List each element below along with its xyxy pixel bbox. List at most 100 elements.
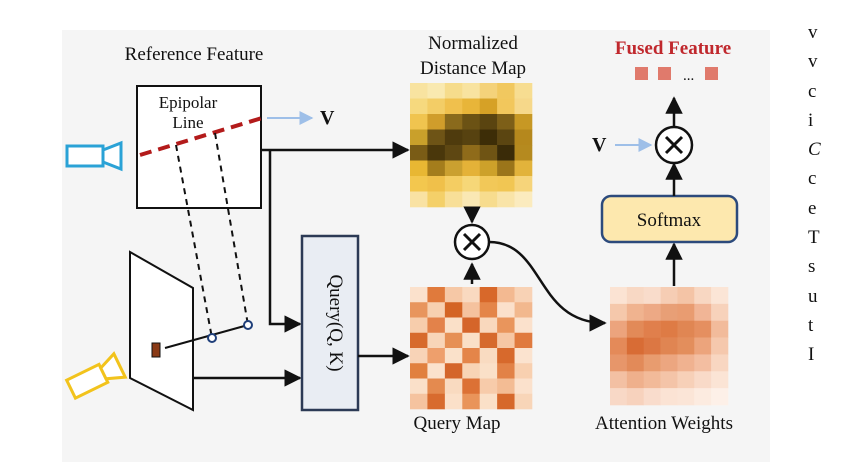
attention-weights-cell — [694, 337, 712, 355]
distance-map-cell — [497, 129, 515, 146]
query-map-cell — [497, 332, 515, 349]
query-map-cell — [514, 393, 533, 410]
attention-weights-cell — [660, 303, 678, 322]
distance-map-cell — [479, 114, 498, 130]
distance-map-cell — [462, 191, 481, 208]
attention-weights-cell — [677, 388, 695, 406]
distance-map-cell — [410, 114, 428, 130]
query-map-label: Query Map — [413, 413, 500, 434]
query-map-cell — [427, 317, 446, 334]
attention-weights-label: Attention Weights — [595, 413, 733, 434]
attention-weights-cell — [643, 371, 661, 389]
attention-weights-cell — [660, 287, 678, 305]
query-map-cell — [444, 378, 463, 395]
query-map-cell — [479, 348, 498, 364]
attention-weights-cell — [677, 371, 695, 389]
query-box — [300, 234, 360, 412]
distance-map-cell — [462, 176, 481, 192]
query-map-cell — [497, 378, 515, 395]
attention-weights-cell — [610, 303, 628, 322]
cropped-line: t — [808, 314, 814, 336]
query-map-cell — [410, 363, 428, 379]
attention-weights-cell — [694, 388, 712, 406]
query-map-cell — [497, 363, 515, 379]
distance-map-cell — [514, 145, 533, 161]
attention-weights-cell — [711, 388, 729, 406]
cropped-line: u — [808, 285, 818, 307]
query-map-cell — [444, 332, 463, 349]
attention-weights-cell — [711, 287, 729, 305]
query-map-cell — [514, 332, 533, 349]
attention-weights-heatmap — [610, 287, 729, 406]
epipolar-line-label-1: Epipolar — [159, 93, 218, 112]
query-map-cell — [514, 348, 533, 364]
arrow-to-query-box — [268, 150, 302, 333]
attention-weights-cell — [677, 337, 695, 355]
distance-map-cell — [497, 98, 515, 115]
distance-map-cell — [479, 176, 498, 192]
distance-map-cell — [444, 145, 463, 161]
fused-ellipsis: ... — [683, 68, 694, 84]
query-map-cell — [444, 287, 463, 303]
attention-weights-cell — [660, 337, 678, 355]
query-map-cell — [410, 302, 428, 318]
query-map-cell — [497, 287, 515, 303]
distance-map-cell — [514, 191, 533, 208]
attention-weights-cell — [694, 303, 712, 322]
softmax-label: Softmax — [637, 210, 702, 231]
query-label: Query(Q, K) — [325, 274, 346, 371]
attention-weights-cell — [610, 287, 628, 305]
target-feature-patch — [151, 342, 161, 358]
attention-weights-cell — [711, 371, 729, 389]
distance-map-cell — [514, 129, 533, 146]
cropped-line: C — [808, 139, 821, 161]
value-label-right: V — [592, 134, 607, 156]
distance-map-cell — [427, 129, 446, 146]
sample-point-right — [243, 320, 253, 330]
query-map-cell — [479, 332, 498, 349]
distance-map-cell — [444, 160, 463, 177]
distance-map-cell — [479, 191, 498, 208]
attention-weights-cell — [677, 354, 695, 372]
query-map-cell — [497, 348, 515, 364]
softmax-box — [600, 194, 739, 244]
distance-map-cell — [497, 145, 515, 161]
attention-weights-cell — [643, 287, 661, 305]
attention-weights-cell — [643, 320, 661, 338]
query-map-cell — [497, 393, 515, 410]
distance-map-cell — [410, 191, 428, 208]
query-map-cell — [444, 348, 463, 364]
distance-map-cell — [427, 145, 446, 161]
query-map-cell — [514, 317, 533, 334]
query-map-cell — [427, 393, 446, 410]
attention-weights-cell — [643, 388, 661, 406]
distance-map-cell — [444, 83, 463, 99]
attention-weights-cell — [626, 354, 645, 372]
distance-map-cell — [462, 83, 481, 99]
multiply-node-center — [453, 223, 491, 261]
target-camera-icon — [64, 351, 128, 401]
distance-map-cell — [479, 83, 498, 99]
query-map-cell — [427, 378, 446, 395]
distance-map-cell — [427, 98, 446, 115]
distance-map-cell — [462, 98, 481, 115]
attention-weights-cell — [660, 354, 678, 372]
attention-weights-cell — [610, 371, 628, 389]
distance-map-cell — [514, 83, 533, 99]
fused-feature-title: Fused Feature — [615, 38, 731, 59]
query-map-cell — [462, 317, 481, 334]
query-map-cell — [462, 363, 481, 379]
distance-map-cell — [410, 83, 428, 99]
distance-map-cell — [410, 129, 428, 146]
distance-map-cell — [514, 176, 533, 192]
attention-weights-cell — [626, 287, 645, 305]
query-map-cell — [462, 348, 481, 364]
attention-weights-cell — [677, 303, 695, 322]
query-map-cell — [497, 302, 515, 318]
attention-weights-cell — [610, 337, 628, 355]
normalized-distance-map — [410, 83, 533, 208]
distance-map-cell — [444, 191, 463, 208]
reference-camera-icon — [65, 140, 123, 172]
query-map-cell — [444, 363, 463, 379]
